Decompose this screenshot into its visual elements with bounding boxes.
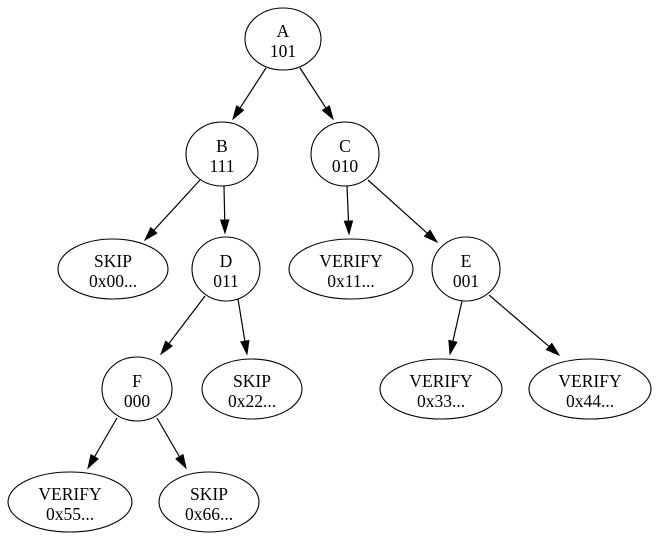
edge-line	[367, 179, 428, 234]
edge-arrowhead-icon	[87, 453, 99, 470]
edge-b-to-d	[219, 185, 230, 235]
node-label-secondary: 101	[270, 41, 296, 61]
node-label-primary: VERIFY	[319, 251, 383, 271]
edge-line	[239, 67, 267, 109]
edge-f-to-verify5	[87, 417, 118, 470]
node-ellipse[interactable]	[158, 471, 260, 533]
node-ellipse[interactable]	[201, 358, 303, 420]
edge-arrowhead-icon	[545, 342, 561, 357]
node-label-primary: VERIFY	[558, 371, 622, 391]
edge-d-to-skip2	[237, 298, 250, 356]
edge-line	[153, 179, 201, 231]
edge-arrowhead-icon	[219, 219, 230, 235]
node-circle[interactable]	[191, 236, 261, 302]
node-verify1[interactable]: VERIFY0x11...	[288, 238, 414, 300]
edge-c-to-verify1	[343, 185, 354, 236]
node-label-primary: B	[216, 136, 228, 156]
edge-line	[237, 298, 246, 342]
edge-arrowhead-icon	[240, 339, 250, 356]
nodes-layer: A101B111C010SKIP0x00...D011VERIFY0x11...…	[7, 7, 652, 533]
node-ellipse[interactable]	[288, 238, 414, 300]
edge-arrowhead-icon	[175, 453, 187, 470]
edge-line	[299, 67, 327, 109]
node-verify4[interactable]: VERIFY0x44...	[528, 358, 652, 420]
node-label-secondary: 0x44...	[566, 391, 614, 411]
edge-arrowhead-icon	[232, 105, 245, 121]
node-skip6[interactable]: SKIP0x66...	[158, 471, 260, 533]
edge-line	[223, 185, 226, 221]
node-label-secondary: 0x00...	[89, 271, 137, 291]
node-skip2[interactable]: SKIP0x22...	[201, 358, 303, 420]
node-label-secondary: 001	[453, 271, 479, 291]
node-label-primary: SKIP	[233, 371, 271, 391]
node-label-secondary: 0x22...	[228, 391, 276, 411]
edge-e-to-verify4	[488, 294, 561, 357]
node-label-secondary: 0x33...	[417, 391, 465, 411]
node-label-primary: SKIP	[94, 251, 132, 271]
node-label-primary: SKIP	[190, 484, 228, 504]
node-label-secondary: 011	[213, 271, 239, 291]
node-label-secondary: 0x66...	[185, 504, 233, 524]
node-label-secondary: 0x11...	[327, 271, 374, 291]
node-ellipse[interactable]	[7, 471, 133, 533]
node-circle[interactable]	[244, 7, 322, 71]
node-label-secondary: 000	[124, 391, 151, 411]
node-circle[interactable]	[185, 121, 259, 187]
node-circle[interactable]	[310, 121, 380, 187]
node-skip0[interactable]: SKIP0x00...	[57, 238, 169, 300]
edge-f-to-skip6	[156, 417, 187, 470]
node-circle[interactable]	[431, 236, 501, 302]
node-label-primary: A	[277, 21, 290, 41]
node-label-primary: VERIFY	[409, 371, 473, 391]
edges-layer	[87, 67, 561, 470]
node-label-primary: C	[339, 136, 351, 156]
edge-line	[156, 417, 180, 458]
edge-d-to-f	[159, 295, 206, 356]
edge-line	[488, 294, 550, 347]
edge-b-to-skip0	[143, 179, 201, 242]
node-label-primary: F	[132, 371, 142, 391]
edge-arrowhead-icon	[423, 229, 439, 244]
edge-arrowhead-icon	[321, 105, 334, 121]
edge-line	[346, 185, 350, 222]
edge-line	[94, 417, 118, 458]
node-label-secondary: 010	[332, 156, 359, 176]
edge-line	[452, 300, 463, 342]
node-verify3[interactable]: VERIFY0x33...	[379, 358, 503, 420]
node-verify5[interactable]: VERIFY0x55...	[7, 471, 133, 533]
edge-e-to-verify3	[448, 300, 463, 356]
edge-line	[168, 295, 206, 345]
node-ellipse[interactable]	[379, 358, 503, 420]
edge-arrowhead-icon	[343, 220, 354, 236]
node-label-secondary: 111	[210, 156, 235, 176]
edge-a-to-c	[299, 67, 334, 121]
node-label-secondary: 0x55...	[46, 504, 94, 524]
node-label-primary: VERIFY	[38, 484, 102, 504]
node-ellipse[interactable]	[528, 358, 652, 420]
node-label-primary: D	[220, 251, 233, 271]
edge-arrowhead-icon	[143, 226, 158, 242]
edge-a-to-b	[232, 67, 267, 121]
edge-c-to-e	[367, 179, 439, 244]
node-circle[interactable]	[101, 356, 173, 422]
edge-arrowhead-icon	[448, 339, 458, 356]
node-label-primary: E	[461, 251, 472, 271]
edge-arrowhead-icon	[159, 340, 173, 356]
node-ellipse[interactable]	[57, 238, 169, 300]
